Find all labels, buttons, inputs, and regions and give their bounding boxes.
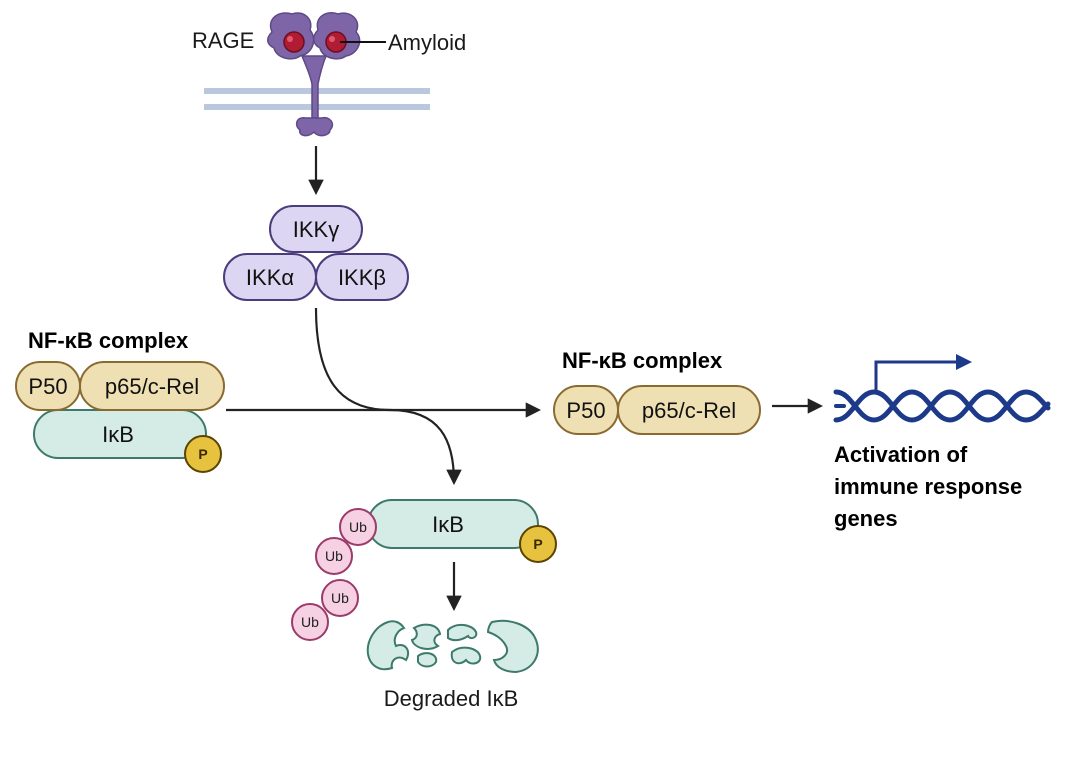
p65-right-label: p65/c-Rel (642, 398, 736, 423)
rage-label: RAGE (192, 28, 254, 53)
nfkb-complex-right: P50 p65/c-Rel (553, 385, 761, 435)
p65-right-shape (617, 385, 761, 435)
phospho-ub-label: P (533, 536, 542, 552)
ikk-beta-label: IKKβ (338, 265, 386, 290)
phospho-left-icon (184, 435, 222, 473)
rage-receptor (267, 12, 361, 137)
activation-label-line1: Activation of (834, 442, 968, 467)
ikk-complex: IKKγ IKKα IKKβ (223, 205, 409, 301)
ikk-gamma-shape (269, 205, 363, 253)
ikk-gamma-label: IKKγ (293, 217, 339, 242)
ubiquitin-chain: Ub Ub Ub Ub (291, 508, 377, 641)
degraded-ikb-fragments (366, 619, 539, 674)
phospho-left-label: P (198, 446, 207, 462)
ikk-beta-shape (315, 253, 409, 301)
amyloid-ligand (283, 31, 347, 53)
ubiquitin-4-icon (291, 603, 329, 641)
ikb-ub-label: IκB (432, 512, 464, 537)
ubiquitin-2-icon (315, 537, 353, 575)
ubiquitin-1-label: Ub (349, 519, 367, 535)
arrow-ikk-to-ikb (314, 307, 462, 486)
p65-left-shape (79, 361, 225, 411)
transcription-start-arrow (874, 354, 972, 392)
nfkb-complex-title-right: NF-κB complex (562, 348, 723, 373)
dna-helix-icon (833, 389, 1051, 423)
degraded-ikb-label: Degraded IκB (384, 686, 519, 711)
activation-label-line3: genes (834, 506, 898, 531)
ubiquitin-4-label: Ub (301, 614, 319, 630)
ikb-left-label: IκB (102, 422, 134, 447)
nfkb-complex-left: IκB P50 p65/c-Rel P (15, 361, 225, 473)
activation-label-line2: immune response (834, 474, 1022, 499)
p65-left-label: p65/c-Rel (105, 374, 199, 399)
phospho-ub-icon (519, 525, 557, 563)
nfkb-complex-title-left: NF-κB complex (28, 328, 189, 353)
ubiquitinated-ikb: IκB P (367, 499, 557, 563)
ubiquitin-1-icon (339, 508, 377, 546)
amyloid-label: Amyloid (388, 30, 466, 55)
p50-right-label: P50 (566, 398, 605, 423)
ubiquitin-2-label: Ub (325, 548, 343, 564)
ubiquitin-3-label: Ub (331, 590, 349, 606)
ikk-alpha-label: IKKα (246, 265, 294, 290)
p50-left-label: P50 (28, 374, 67, 399)
ubiquitin-3-icon (321, 579, 359, 617)
